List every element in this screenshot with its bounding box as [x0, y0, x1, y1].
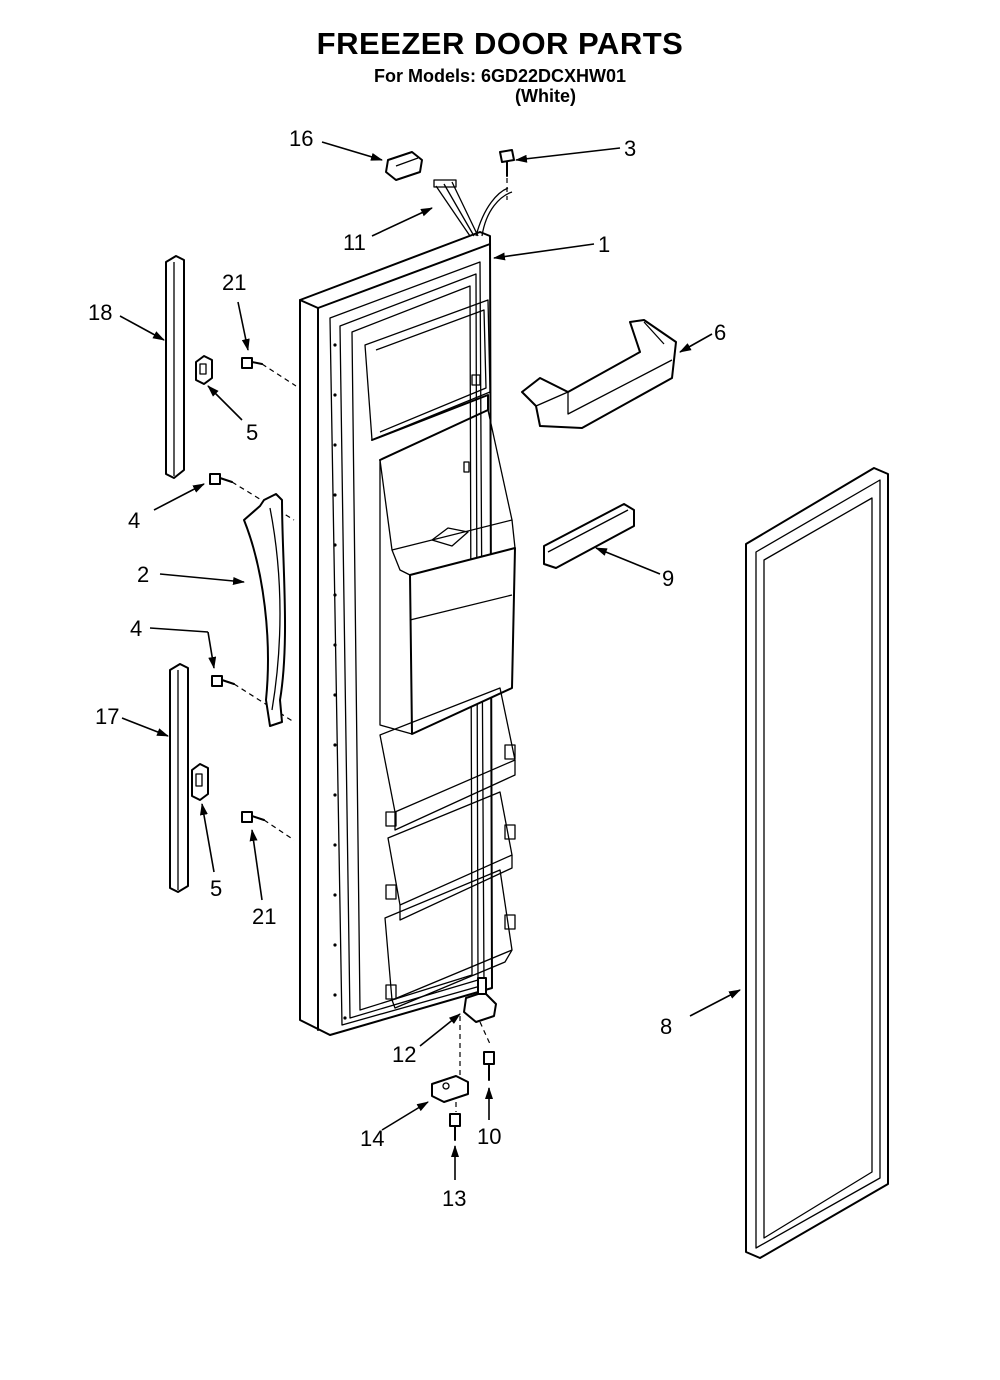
part-10-screw: [483, 1051, 495, 1081]
part-2-door-handle: [243, 493, 287, 727]
callout-9: 9: [662, 566, 674, 591]
leader-lines: [119, 141, 741, 1180]
callout-4-upper: 4: [128, 508, 140, 533]
model-number: For Models: 6GD22DCXHW01: [373, 66, 627, 86]
part-9-dispenser-trim: [543, 503, 635, 569]
callout-13: 13: [442, 1186, 466, 1211]
color-variant: (White): [515, 86, 576, 106]
part-8-door-gasket: [745, 467, 889, 1259]
door-edge-holes: [333, 343, 347, 1020]
callout-5-lower: 5: [210, 876, 222, 901]
part-18-trim-strip: [165, 255, 185, 479]
part-16-connector: [385, 151, 423, 181]
part-12-hinge: [459, 977, 497, 1080]
part-13-screw: [449, 1113, 461, 1141]
part-5-clip-upper: [195, 355, 213, 385]
part-5-clip-lower: [191, 763, 209, 801]
callout-16: 16: [289, 126, 313, 151]
part-4-screw-lower: [211, 675, 295, 723]
callout-17: 17: [95, 704, 119, 729]
part-11-wire-harness: [433, 179, 513, 237]
callout-8: 8: [660, 1014, 672, 1039]
callout-1: 1: [598, 232, 610, 257]
callout-12: 12: [392, 1042, 416, 1067]
callout-11: 11: [343, 230, 366, 255]
part-6-door-bin: [521, 319, 677, 429]
callout-6: 6: [714, 320, 726, 345]
callout-numbers: 16 3 11 1 21 18 6 5 4 2 9 4 17 5 21 8 12…: [88, 126, 726, 1211]
callout-2: 2: [137, 562, 149, 587]
callout-5-upper: 5: [246, 420, 258, 445]
callout-14: 14: [360, 1126, 384, 1151]
callout-21-upper: 21: [222, 270, 246, 295]
callout-18: 18: [88, 300, 112, 325]
part-17-trim-strip: [169, 663, 189, 893]
part-21-screw-upper: [241, 357, 297, 387]
part-14-hinge-block: [431, 1075, 469, 1112]
diagram-title: FREEZER DOOR PARTS: [316, 26, 684, 61]
part-3-screw: [499, 149, 515, 200]
callout-4-lower: 4: [130, 616, 142, 641]
callout-10: 10: [477, 1124, 501, 1149]
callout-21-lower: 21: [252, 904, 276, 929]
part-21-screw-lower: [241, 811, 295, 841]
part-1-freezer-door: [299, 231, 516, 1036]
callout-3: 3: [624, 136, 636, 161]
